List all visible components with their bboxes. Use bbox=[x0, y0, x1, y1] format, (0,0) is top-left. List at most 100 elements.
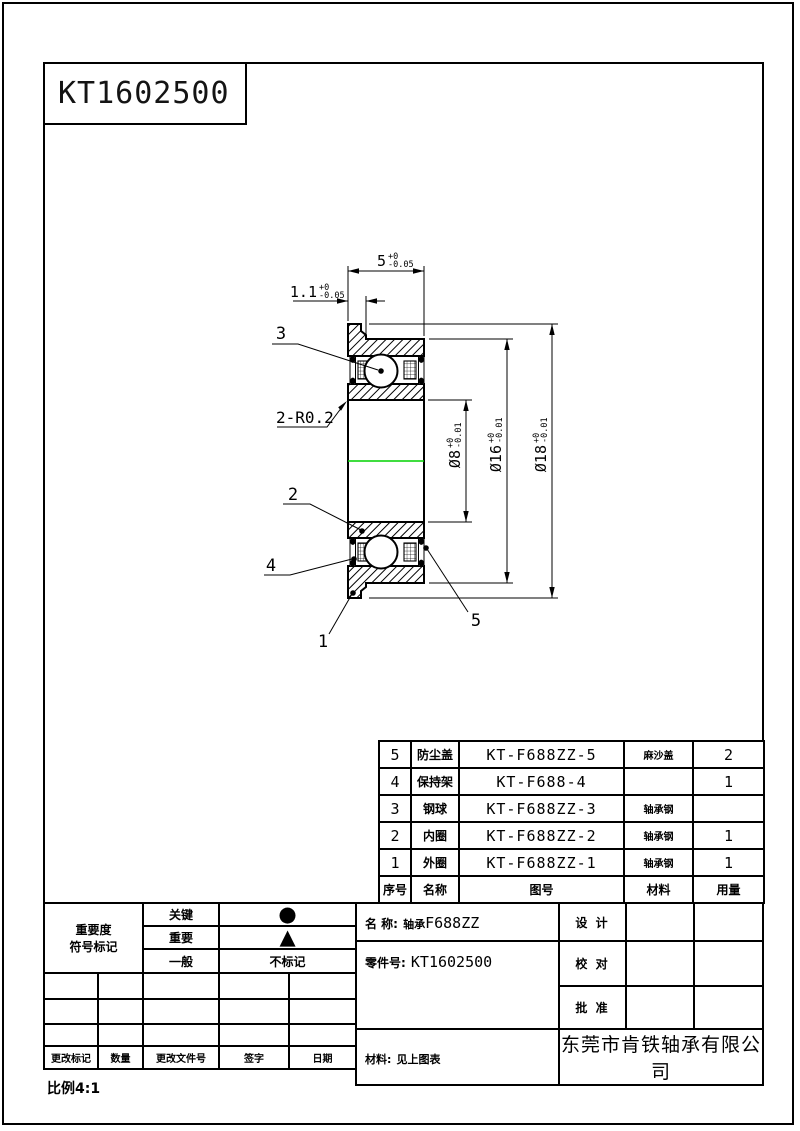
part-number-value: KT1602500 bbox=[410, 953, 493, 971]
part-material bbox=[623, 767, 694, 796]
part-material: 麻沙盖 bbox=[623, 740, 694, 769]
outer-ring-bottom-section bbox=[347, 565, 425, 599]
material-value: 见上图表 bbox=[396, 1052, 441, 1066]
title-block: 名 称: 轴承F688ZZ 设 计 零件号: KT1602500 校 对 批 准… bbox=[355, 902, 764, 1086]
dim-outer-diameter-value: Ø16 bbox=[487, 445, 505, 472]
part-qty: 1 bbox=[692, 767, 765, 796]
cage-top-right bbox=[403, 360, 417, 380]
dim-bore-value: Ø8 bbox=[446, 450, 464, 468]
part-number-title: KT1602500 bbox=[58, 76, 230, 111]
dim-flange-width-tol-upper: +0 bbox=[319, 283, 329, 293]
approve-date-cell bbox=[693, 985, 764, 1030]
revision-empty-row bbox=[43, 972, 358, 1000]
balloon-4: 4 bbox=[266, 556, 276, 576]
header-name: 名称 bbox=[410, 875, 460, 904]
part-name-label: 名 称: bbox=[365, 916, 398, 931]
cage-bottom-right bbox=[403, 542, 417, 562]
level-major-label: 重要 bbox=[142, 925, 221, 950]
rev-header-qty: 数量 bbox=[96, 1045, 145, 1070]
empty-cell bbox=[142, 998, 221, 1025]
dim-outer-diameter-tol-lower: -0.01 bbox=[495, 417, 505, 443]
level-general-label: 一般 bbox=[142, 948, 221, 974]
part-no: 5 bbox=[378, 740, 412, 769]
check-date-cell bbox=[693, 940, 764, 987]
part-name-prefix: 轴承 bbox=[403, 917, 426, 931]
table-row: 5 防尘盖 KT-F688ZZ-5 麻沙盖 2 bbox=[378, 740, 765, 769]
empty-cell bbox=[218, 998, 291, 1025]
part-drawing-no: KT-F688ZZ-5 bbox=[458, 740, 625, 769]
dim-width-5-tol-lower: -0.05 bbox=[388, 260, 414, 270]
approve-label: 批 准 bbox=[558, 985, 627, 1030]
empty-cell bbox=[218, 972, 291, 1000]
rev-header-doc: 更改文件号 bbox=[142, 1045, 221, 1070]
ball-bottom bbox=[363, 534, 399, 570]
part-number-title-box: KT1602500 bbox=[43, 62, 247, 125]
part-name: 防尘盖 bbox=[410, 740, 460, 769]
dim-width-5-value: 5 bbox=[377, 252, 386, 270]
part-drawing-no: KT-F688ZZ-3 bbox=[458, 794, 625, 823]
table-row: 1 外圈 KT-F688ZZ-1 轴承钢 1 bbox=[378, 848, 765, 877]
header-drawing-no: 图号 bbox=[458, 875, 625, 904]
scale-note: 比例4:1 bbox=[47, 1081, 101, 1097]
empty-cell bbox=[142, 972, 221, 1000]
part-qty: 1 bbox=[692, 821, 765, 850]
part-number-field: 零件号: KT1602500 bbox=[355, 940, 560, 1030]
dim-flange-width-tol-lower: -0.05 bbox=[319, 291, 345, 301]
revision-header-row: 更改标记 数量 更改文件号 签字 日期 bbox=[43, 1045, 358, 1070]
material-label: 材料: bbox=[365, 1052, 392, 1066]
general-symbol-label: 不标记 bbox=[218, 948, 358, 974]
rev-header-mark: 更改标记 bbox=[43, 1045, 99, 1070]
dim-width-5-tol-upper: +0 bbox=[388, 252, 398, 262]
dim-flange-diameter-value: Ø18 bbox=[532, 445, 550, 472]
dim-width-5: 5 +0 -0.05 bbox=[377, 252, 414, 270]
part-name-field: 名 称: 轴承F688ZZ bbox=[355, 902, 560, 942]
importance-title-line1: 重要度 bbox=[75, 923, 112, 937]
part-number-label: 零件号: bbox=[365, 956, 406, 970]
balloon-5: 5 bbox=[471, 611, 481, 631]
header-qty: 用量 bbox=[692, 875, 765, 904]
part-material: 轴承钢 bbox=[623, 794, 694, 823]
dim-flange-diameter-tol-lower: -0.01 bbox=[540, 417, 550, 443]
major-symbol-triangle: ▲ bbox=[218, 925, 358, 950]
balloon-3: 3 bbox=[276, 324, 286, 344]
part-name: 钢球 bbox=[410, 794, 460, 823]
empty-cell bbox=[218, 1023, 291, 1047]
empty-cell bbox=[43, 998, 99, 1025]
dim-flange-width: 1.1 +0 -0.05 bbox=[290, 283, 345, 301]
part-no: 3 bbox=[378, 794, 412, 823]
empty-cell bbox=[96, 998, 145, 1025]
material-field: 材料: 见上图表 bbox=[355, 1028, 560, 1086]
importance-title-line2: 符号标记 bbox=[69, 940, 118, 954]
check-signature-cell bbox=[625, 940, 695, 987]
importance-legend-title: 重要度 符号标记 bbox=[42, 902, 145, 974]
rev-header-date: 日期 bbox=[288, 1045, 358, 1070]
rev-header-sign: 签字 bbox=[218, 1045, 291, 1070]
table-header-row: 序号 名称 图号 材料 用量 bbox=[378, 875, 765, 904]
part-qty: 1 bbox=[692, 848, 765, 877]
part-name: 保持架 bbox=[410, 767, 460, 796]
table-row: 4 保持架 KT-F688-4 1 bbox=[378, 767, 765, 796]
empty-cell bbox=[96, 972, 145, 1000]
part-no: 2 bbox=[378, 821, 412, 850]
company-name: 东莞市肯铁轴承有限公司 bbox=[558, 1028, 764, 1086]
balloon-2: 2 bbox=[288, 485, 298, 505]
dim-bore-tol-upper: +0 bbox=[446, 438, 456, 448]
part-name: 外圈 bbox=[410, 848, 460, 877]
empty-cell bbox=[288, 998, 358, 1025]
fillet-note: 2-R0.2 bbox=[276, 408, 334, 427]
header-no: 序号 bbox=[378, 875, 412, 904]
table-row: 3 钢球 KT-F688ZZ-3 轴承钢 bbox=[378, 794, 765, 823]
empty-cell bbox=[43, 972, 99, 1000]
parts-table: 5 防尘盖 KT-F688ZZ-5 麻沙盖 2 4 保持架 KT-F688-4 … bbox=[378, 740, 765, 904]
dim-bore: Ø8 +0 -0.01 bbox=[446, 422, 464, 468]
design-signature-cell bbox=[625, 902, 695, 942]
empty-cell bbox=[288, 972, 358, 1000]
design-label: 设 计 bbox=[558, 902, 627, 942]
empty-cell bbox=[288, 1023, 358, 1047]
outer-ring-top-section bbox=[347, 323, 425, 357]
part-name: 内圈 bbox=[410, 821, 460, 850]
dim-flange-diameter: Ø18 +0 -0.01 bbox=[532, 417, 550, 472]
part-name-value: F688ZZ bbox=[425, 913, 480, 932]
